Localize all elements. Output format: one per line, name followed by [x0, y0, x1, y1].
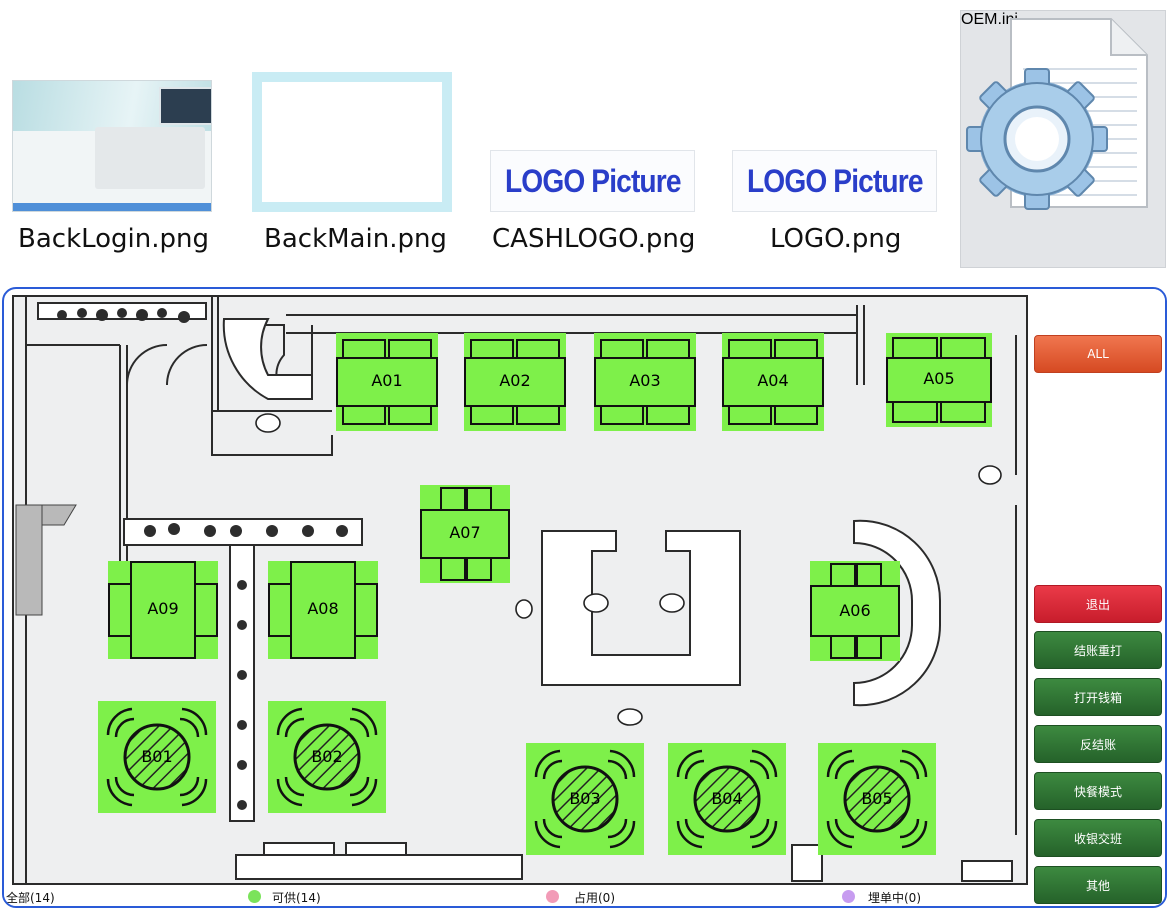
backmain-thumbnail [252, 72, 452, 212]
occupied-dot-icon [546, 890, 559, 903]
floor-plan-window: A01 A02 A03 A04 [2, 287, 1167, 908]
logo-preview-text: LOGO Picture [746, 162, 924, 199]
table-B04[interactable]: B04 [668, 743, 786, 855]
table-label: A02 [499, 371, 531, 390]
table-A05[interactable]: A05 [886, 333, 992, 427]
file-cashlogo[interactable]: LOGO Picture CASHLOGO.png [480, 0, 705, 280]
status-available[interactable]: 可供(14) [272, 891, 321, 905]
settings-file-icon [966, 18, 1148, 210]
table-A02[interactable]: A02 [464, 333, 566, 431]
table-A03[interactable]: A03 [594, 333, 696, 431]
action-sidebar: ALL 退出 结账重打 打开钱箱 反结账 快餐模式 收银交班 其他 [1031, 289, 1165, 906]
open-cash-drawer-button[interactable]: 打开钱箱 [1034, 678, 1162, 716]
status-billing[interactable]: 埋单中(0) [868, 891, 921, 905]
table-A08[interactable]: A08 [268, 561, 378, 659]
file-backlogin[interactable]: BackLogin.png [0, 0, 225, 280]
cashlogo-thumbnail: LOGO Picture [490, 150, 695, 212]
table-label: A05 [923, 369, 955, 388]
table-label: A04 [757, 371, 789, 390]
table-B05[interactable]: B05 [818, 743, 936, 855]
table-label: B05 [861, 789, 893, 808]
file-name: BackMain.png [264, 224, 447, 254]
shift-handover-button[interactable]: 收银交班 [1034, 819, 1162, 857]
table-B01[interactable]: B01 [98, 701, 216, 813]
file-name: BackLogin.png [18, 224, 210, 254]
logo-thumbnail: LOGO Picture [732, 150, 937, 212]
exit-button[interactable]: 退出 [1034, 585, 1162, 623]
file-strip: BackLogin.png BackMain.png LOGO Picture … [0, 0, 1170, 280]
file-backmain[interactable]: BackMain.png [240, 0, 465, 280]
table-A04[interactable]: A04 [722, 333, 824, 431]
file-name: LOGO.png [770, 224, 902, 254]
table-A09[interactable]: A09 [108, 561, 218, 659]
billing-dot-icon [842, 890, 855, 903]
table-label: A08 [307, 599, 339, 618]
other-button[interactable]: 其他 [1034, 866, 1162, 904]
table-label: A06 [839, 601, 871, 620]
table-A01[interactable]: A01 [336, 333, 438, 431]
table-label: B02 [311, 747, 343, 766]
file-name: CASHLOGO.png [492, 224, 696, 254]
table-label: B04 [711, 789, 743, 808]
table-B03[interactable]: B03 [526, 743, 644, 855]
table-label: B03 [569, 789, 601, 808]
table-A07[interactable]: A07 [420, 485, 510, 583]
table-A06[interactable]: A06 [810, 561, 900, 661]
backlogin-thumbnail [12, 80, 212, 212]
table-label: A09 [147, 599, 179, 618]
table-B02[interactable]: B02 [268, 701, 386, 813]
available-dot-icon [248, 890, 261, 903]
fast-food-mode-button[interactable]: 快餐模式 [1034, 772, 1162, 810]
table-status-bar: 全部(14) 可供(14) 占用(0) 埋单中(0) [4, 886, 1028, 906]
table-label: B01 [141, 747, 173, 766]
file-logo[interactable]: LOGO Picture LOGO.png [720, 0, 945, 280]
status-all[interactable]: 全部(14) [6, 891, 55, 905]
table-label: A07 [449, 523, 481, 542]
table-label: A03 [629, 371, 661, 390]
all-button[interactable]: ALL [1034, 335, 1162, 373]
logo-preview-text: LOGO Picture [504, 162, 682, 199]
reprint-bill-button[interactable]: 结账重打 [1034, 631, 1162, 669]
reverse-checkout-button[interactable]: 反结账 [1034, 725, 1162, 763]
file-oem[interactable]: OEM.ini [960, 10, 1166, 268]
file-name: OEM.ini [961, 11, 1018, 28]
floor-map: A01 A02 A03 A04 [12, 295, 1028, 885]
table-label: A01 [371, 371, 403, 390]
status-occupied[interactable]: 占用(0) [574, 891, 615, 905]
